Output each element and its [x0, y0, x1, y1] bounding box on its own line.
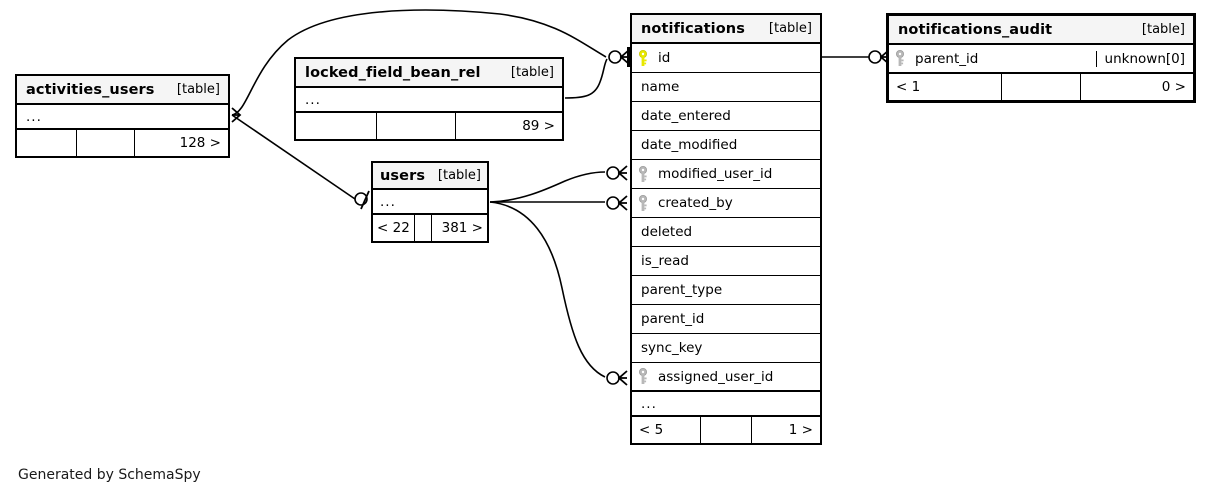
table-header-users: users [table] [373, 163, 487, 190]
foreign-key-icon [632, 194, 654, 212]
marker-zero-created_by [606, 196, 620, 210]
table-footer-activities_users: 128 > [17, 130, 228, 156]
table-header-activities_users: activities_users [table] [17, 76, 228, 105]
footer-middle [414, 215, 433, 241]
column-name: is_read [641, 253, 689, 269]
footer-parents-count [296, 113, 376, 139]
table-name: notifications_audit [898, 21, 1053, 38]
footer-middle [699, 417, 753, 443]
table-footer-notifications_audit: < 1 0 > [889, 74, 1193, 100]
edge-users-modified_user_id [489, 171, 606, 203]
edge-locked_field_bean_rel-notifications [564, 58, 608, 99]
column-id[interactable]: id [632, 44, 820, 73]
crowsfoot-modified_user_id [617, 165, 628, 181]
table-name: locked_field_bean_rel [305, 64, 481, 81]
footer-children-count: 0 > [1161, 79, 1186, 95]
column-name: parent_id [641, 311, 705, 327]
column-parent_id[interactable]: parent_id unknown[0] [889, 45, 1193, 74]
table-users[interactable]: users [table] ... < 22 381 > [371, 161, 489, 243]
table-notifications_audit[interactable]: notifications_audit [table] parent_id un… [886, 13, 1196, 103]
marker-zero-modified_user_id [606, 166, 620, 180]
footer-parents-count: < 22 [377, 220, 410, 236]
table-footer-users: < 22 381 > [373, 215, 487, 241]
foreign-key-icon [632, 368, 654, 385]
table-name: activities_users [26, 81, 155, 98]
collapsed-columns-indicator[interactable]: ... [296, 88, 562, 113]
table-activities_users[interactable]: activities_users [table] ... 128 > [15, 74, 230, 158]
column-name: modified_user_id [658, 166, 773, 182]
table-tag: [table] [437, 168, 481, 183]
footer-parents-count: < 1 [896, 79, 921, 95]
table-notifications[interactable]: notifications [table] id name date_enter… [630, 13, 822, 445]
marker-zero-users-left [354, 192, 368, 206]
collapsed-columns-indicator[interactable]: ... [373, 190, 487, 215]
table-tag: [table] [768, 21, 812, 36]
column-name[interactable]: name [632, 73, 820, 102]
foreign-key-icon [632, 165, 654, 183]
table-tag: [table] [510, 65, 554, 80]
column-name: parent_type [641, 282, 723, 298]
table-footer-notifications: < 5 1 > [632, 417, 820, 443]
edge-users-assigned_user_id [489, 201, 606, 378]
column-created_by[interactable]: created_by [632, 189, 820, 218]
column-type: unknown[0] [1095, 50, 1193, 67]
crowsfoot-created_by [617, 195, 628, 211]
column-date_modified[interactable]: date_modified [632, 131, 820, 160]
footer-middle [1001, 74, 1081, 100]
column-name: date_modified [641, 137, 738, 153]
column-date_entered[interactable]: date_entered [632, 102, 820, 131]
table-footer-locked_field_bean_rel: 89 > [296, 113, 562, 139]
column-deleted[interactable]: deleted [632, 218, 820, 247]
table-header-notifications: notifications [table] [632, 15, 820, 44]
footer-parents-count [17, 130, 76, 156]
marker-zero-assigned_user_id [606, 371, 620, 385]
footer-parents-count: < 5 [639, 422, 664, 438]
marker-zero-audit-parent_id [868, 50, 882, 64]
footer-children-count: 381 > [441, 220, 483, 236]
crowsfoot-assigned_user_id [617, 370, 628, 386]
foreign-key-icon [889, 50, 911, 67]
column-name: created_by [658, 195, 733, 211]
crowsfoot-activities_users [231, 107, 242, 123]
table-tag: [table] [176, 82, 220, 97]
collapsed-columns-indicator[interactable]: ... [632, 392, 820, 417]
column-name: assigned_user_id [658, 368, 774, 385]
column-parent_type[interactable]: parent_type [632, 276, 820, 305]
footer-children-count: 128 > [179, 135, 221, 151]
table-tag: [table] [1141, 22, 1185, 37]
table-name: users [380, 167, 426, 184]
footer-children-count: 89 > [522, 118, 555, 134]
column-name: deleted [641, 224, 693, 240]
generator-credit: Generated by SchemaSpy [18, 467, 201, 483]
column-name: name [641, 79, 680, 95]
column-modified_user_id[interactable]: modified_user_id [632, 160, 820, 189]
oneonly-users [360, 190, 370, 210]
marker-zero-notifications-id [608, 50, 622, 64]
column-name: sync_key [641, 340, 703, 356]
primary-key-icon [632, 49, 654, 67]
column-parent_id[interactable]: parent_id [632, 305, 820, 334]
crowsfoot-notifications-id [619, 49, 630, 65]
table-locked_field_bean_rel[interactable]: locked_field_bean_rel [table] ... 89 > [294, 57, 564, 141]
column-name: date_entered [641, 108, 731, 124]
column-is_read[interactable]: is_read [632, 247, 820, 276]
collapsed-columns-indicator[interactable]: ... [17, 105, 228, 130]
column-name: id [658, 50, 671, 66]
footer-middle [375, 113, 456, 139]
table-header-notifications_audit: notifications_audit [table] [889, 16, 1193, 45]
column-name: parent_id [915, 50, 979, 67]
table-name: notifications [641, 20, 745, 37]
table-header-locked_field_bean_rel: locked_field_bean_rel [table] [296, 59, 562, 88]
footer-children-count: 1 > [788, 422, 813, 438]
footer-middle [76, 130, 136, 156]
column-assigned_user_id[interactable]: assigned_user_id [632, 363, 820, 392]
column-sync_key[interactable]: sync_key [632, 334, 820, 363]
